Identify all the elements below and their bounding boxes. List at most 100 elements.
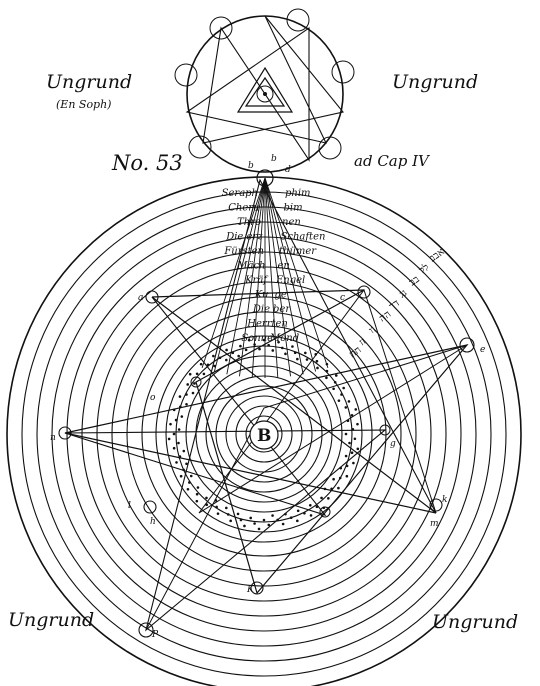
dot — [188, 372, 192, 376]
dot — [199, 362, 203, 366]
dot — [356, 447, 360, 451]
star-point — [379, 424, 391, 436]
radial-rays — [201, 177, 329, 378]
concentric-ring — [215, 385, 313, 483]
dot — [352, 461, 355, 465]
concentric-ring — [141, 311, 387, 557]
dot — [345, 474, 349, 478]
star-label: e — [480, 345, 485, 355]
eye-circle — [256, 85, 274, 103]
dot — [180, 415, 184, 418]
concentric-ring — [235, 405, 293, 463]
dot — [188, 481, 191, 484]
dot — [280, 346, 284, 350]
star-point — [138, 622, 154, 638]
dot — [186, 383, 189, 386]
hierarchy-word: Thro — [237, 217, 261, 228]
top-point-label: d — [285, 165, 291, 175]
dot — [304, 351, 307, 355]
dot — [257, 527, 261, 531]
dot — [303, 511, 306, 515]
hierarchy-word: Ku — [254, 290, 269, 301]
dot — [196, 486, 200, 489]
hierarchy-word: Herr — [246, 319, 272, 330]
dot — [281, 522, 285, 526]
top-point-label: b — [271, 154, 277, 164]
star-point-labels: a c e n h k l m o g — [50, 293, 485, 529]
hierarchy-word: ten — [272, 319, 288, 330]
star-label: a — [138, 293, 143, 303]
dot — [332, 387, 335, 391]
hierarchy-word: ber — [273, 304, 291, 315]
star-tertiary — [145, 288, 468, 631]
radial-ray — [213, 177, 266, 372]
dot — [258, 347, 261, 351]
top-point-label: b — [248, 161, 254, 171]
dot — [215, 505, 218, 509]
star-point — [429, 498, 443, 512]
hierarchy-word: en — [278, 261, 290, 272]
concentric-ring — [81, 251, 447, 617]
eye-pupil — [263, 92, 267, 96]
hierarchy-word: Mäch — [236, 261, 265, 272]
dot — [216, 512, 220, 515]
dot — [305, 358, 309, 361]
dot — [296, 357, 299, 361]
satellite-circle — [286, 8, 310, 32]
dot — [212, 354, 215, 358]
radial-ray — [264, 177, 279, 378]
dot — [332, 477, 335, 481]
large-star — [64, 289, 469, 595]
star-point — [250, 581, 264, 595]
star-point-circles — [58, 285, 475, 638]
dot — [178, 395, 182, 398]
dot — [236, 512, 240, 516]
dot — [347, 400, 351, 403]
center-circle — [249, 420, 279, 450]
plate-number: No. 53 — [111, 151, 183, 175]
dot — [330, 487, 333, 491]
star-point — [459, 337, 475, 353]
dot — [185, 402, 188, 406]
satellite-circle — [318, 136, 342, 160]
dot — [205, 496, 208, 500]
star-label: g — [390, 439, 396, 449]
star-label: n — [50, 433, 56, 443]
dot — [320, 496, 323, 500]
concentric-ring — [185, 355, 343, 513]
dot — [354, 408, 358, 411]
radial-ray — [264, 177, 291, 377]
dot — [277, 340, 280, 344]
ungrund-top-right: Ungrund — [392, 71, 478, 93]
dot — [271, 349, 275, 352]
dot — [239, 518, 243, 522]
dot — [172, 432, 176, 436]
concentric-rings — [6, 176, 522, 686]
dot — [177, 428, 181, 431]
dot — [247, 338, 251, 342]
ungrund-bottom-left: Ungrund — [8, 609, 94, 631]
hierarchy-word: thümer — [279, 246, 317, 257]
star-label: h — [150, 517, 156, 527]
dot — [344, 454, 348, 458]
star-label: k — [442, 495, 447, 505]
dot — [325, 362, 329, 366]
star-label: l — [128, 501, 131, 511]
dot — [284, 352, 287, 356]
dot — [226, 513, 230, 516]
dot — [189, 474, 193, 478]
satellite-circle — [331, 60, 355, 84]
concentric-ring — [165, 335, 363, 533]
dot — [253, 522, 256, 525]
dot — [253, 343, 256, 346]
dot — [333, 380, 337, 384]
concentric-ring — [111, 281, 417, 587]
dot — [195, 492, 199, 496]
dot — [202, 372, 206, 376]
ungrund-bottom-right: Ungrund — [432, 611, 518, 633]
en-soph-label: (En Soph) — [56, 98, 111, 111]
hierarchy-word: ge — [275, 290, 287, 301]
upper-circle-group: b b d — [174, 8, 355, 187]
